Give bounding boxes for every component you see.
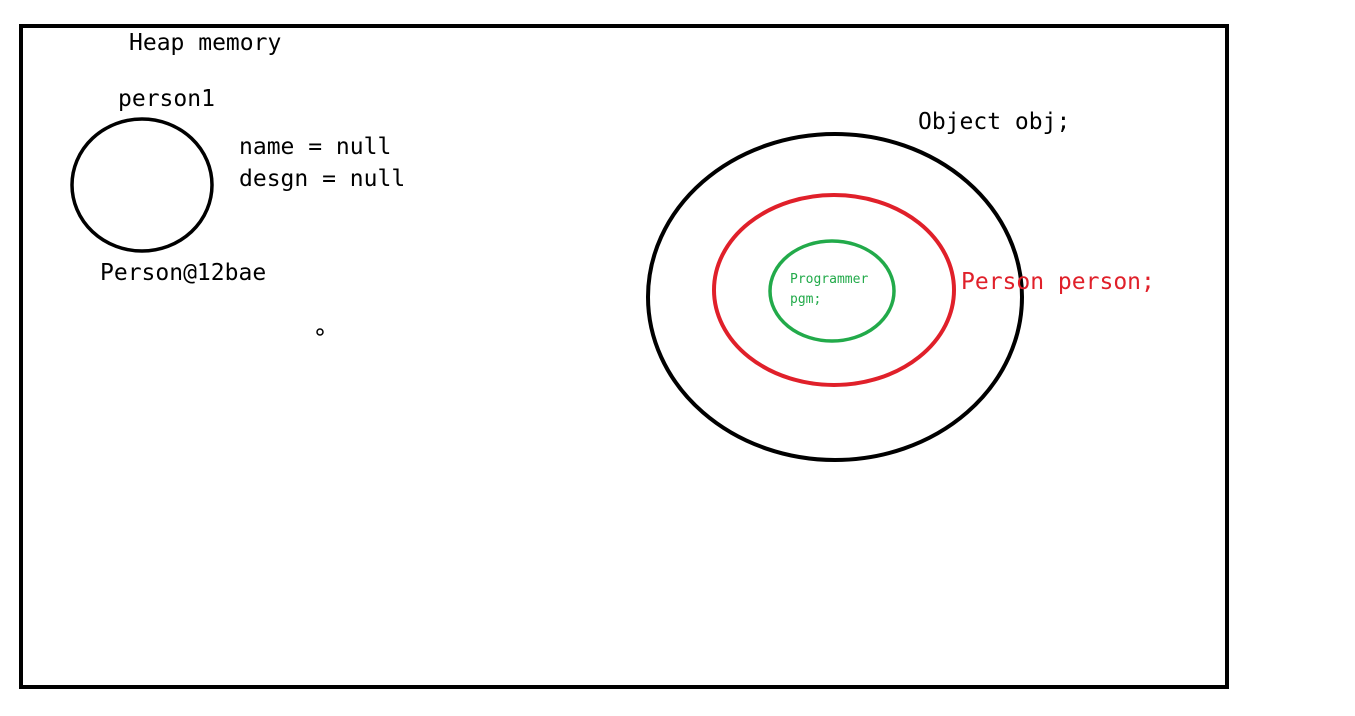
person1-ref-label: person1 [118, 86, 215, 112]
person-person-label: Person person; [961, 269, 1155, 295]
heap-title: Heap memory [129, 30, 282, 56]
field-name-label: name = null [239, 134, 392, 160]
programmer-ellipse [768, 239, 896, 343]
programmer-label: Programmer [790, 272, 869, 287]
person-ellipse [712, 193, 956, 387]
stray-dot [316, 328, 324, 336]
heap-frame [19, 24, 1229, 689]
field-desgn-label: desgn = null [239, 166, 406, 192]
object-ellipse [646, 132, 1024, 462]
pgm-label: pgm; [790, 292, 822, 307]
object-address-label: Person@12bae [100, 260, 267, 286]
person1-object-circle [70, 117, 214, 253]
object-obj-label: Object obj; [918, 109, 1071, 135]
